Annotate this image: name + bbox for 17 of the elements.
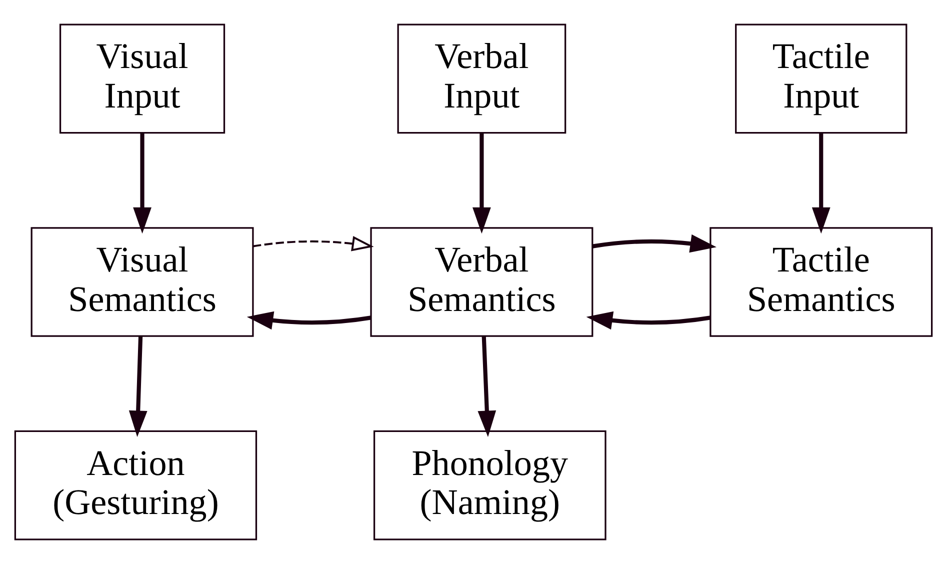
- node-box: Phonology (Naming): [373, 430, 606, 540]
- node-box: Verbal Input: [397, 24, 566, 134]
- node-box: Visual Input: [59, 24, 226, 134]
- node-box: Tactile Input: [735, 24, 908, 134]
- arrow: [472, 132, 491, 234]
- arrow: [252, 236, 374, 252]
- node-box: Tactile Semantics: [710, 227, 933, 337]
- arrow: [478, 336, 496, 437]
- arrow: [592, 234, 716, 253]
- node-box: Verbal Semantics: [370, 227, 594, 337]
- arrow: [128, 336, 148, 437]
- arrow: [586, 311, 711, 330]
- arrow: [133, 132, 152, 234]
- node-box: Action (Gesturing): [14, 430, 258, 540]
- arrow: [246, 311, 372, 330]
- arrow: [812, 132, 830, 234]
- node-box: Visual Semantics: [30, 227, 254, 337]
